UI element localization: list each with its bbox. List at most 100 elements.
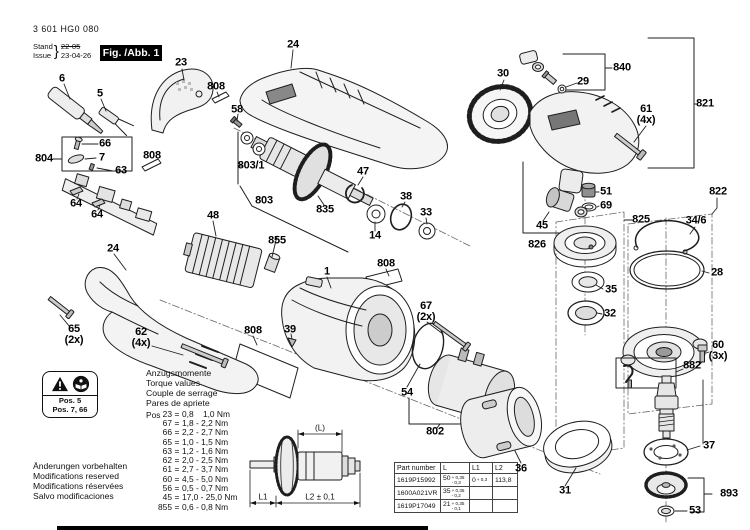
notice-line: Modifications réservées bbox=[33, 481, 124, 491]
part-number-cell: 1600A021VR bbox=[394, 486, 441, 500]
electronics-module-part bbox=[183, 232, 263, 289]
column-header-l2: L2 bbox=[492, 462, 518, 474]
cap-part bbox=[519, 50, 539, 65]
screw-part bbox=[73, 136, 83, 150]
torque-title-line: Pares de apriete bbox=[146, 397, 210, 408]
torque-row: 45=17,0 - 25,0 Nm bbox=[162, 492, 238, 503]
torque-row: 62=2,0 - 2,5 Nm bbox=[162, 455, 229, 466]
flange-pulley-part bbox=[553, 225, 617, 268]
torque-row: 855=0,6 - 0,8 Nm bbox=[158, 501, 229, 512]
pin-part bbox=[88, 162, 95, 171]
group-bracket bbox=[687, 477, 705, 513]
clip-part bbox=[69, 186, 84, 196]
spindle-part bbox=[654, 375, 679, 439]
torque-title-line: Anzugsmomente bbox=[146, 368, 212, 378]
notice-line: Modifications reserved bbox=[33, 471, 119, 481]
figure-label-box: Fig. /Abb. 1 bbox=[100, 45, 162, 61]
stand-date-old: 22-05 bbox=[60, 42, 81, 51]
revision-brace: } bbox=[53, 42, 59, 60]
sheet-edge-bar bbox=[57, 526, 428, 530]
torque-title-line: Couple de serrage bbox=[146, 387, 218, 398]
pin-part bbox=[541, 70, 558, 85]
screw-part bbox=[180, 343, 229, 369]
group-bracket bbox=[408, 397, 475, 425]
dim-l2-cell bbox=[492, 486, 518, 500]
torque-row: 56=0,5 - 0,7 Nm bbox=[162, 483, 229, 493]
group-box bbox=[61, 136, 133, 172]
dim-l1-cell: 0+ 0,3 bbox=[469, 473, 493, 487]
torque-row: 61=2,7 - 3,7 Nm bbox=[162, 464, 229, 475]
leader-lines bbox=[52, 49, 718, 512]
figure-label: Fig. /Abb. 1 bbox=[102, 47, 160, 59]
dimension-drawing bbox=[249, 429, 361, 508]
warning-pos-line: Pos. 7, 66 bbox=[52, 404, 88, 414]
switch-carrier-part bbox=[61, 173, 158, 236]
torque-pos-prefix: Pos bbox=[146, 410, 161, 420]
clip-ring-part bbox=[634, 220, 700, 252]
motor-housing-part bbox=[281, 276, 416, 382]
bearing-part bbox=[366, 204, 386, 224]
revision-block: Stand Issue } 22-05 23-04-26 bbox=[33, 42, 91, 60]
dim-label-l1: L1 bbox=[258, 492, 268, 502]
gear-head-housing-part bbox=[529, 91, 640, 194]
o-ring-part bbox=[629, 250, 705, 290]
warning-triangle-icon bbox=[51, 376, 68, 392]
o-ring-part bbox=[389, 203, 413, 231]
ring-part bbox=[557, 84, 567, 94]
part-number-cell: 1619P17049 bbox=[394, 499, 441, 513]
warning-pos-line: Pos. 5 bbox=[58, 396, 82, 405]
dim-l-cell: 50+ 0,35- 0,3 bbox=[440, 473, 470, 487]
dim-label-l2: L2 ± 0,1 bbox=[305, 492, 335, 502]
dim-l2-cell bbox=[492, 499, 518, 513]
screw-part bbox=[47, 296, 75, 320]
part-number-cell: 1619P15992 bbox=[394, 473, 441, 487]
group-bracket bbox=[562, 53, 606, 91]
dim-label-l: (L) bbox=[314, 423, 326, 433]
group-box bbox=[615, 357, 677, 389]
notice-line: Änderungen vorbehalten bbox=[33, 461, 128, 471]
fork-tool-part bbox=[98, 106, 134, 137]
clamp-ring-part bbox=[543, 420, 613, 474]
circlip-part bbox=[345, 184, 365, 204]
stand-label: Stand bbox=[33, 42, 53, 51]
screw-part bbox=[432, 320, 471, 352]
torque-row: 23=0,8 1,0 Nm bbox=[162, 408, 230, 419]
group-bracket bbox=[239, 185, 349, 253]
sticker-part bbox=[141, 158, 162, 172]
end-cap-part bbox=[460, 386, 543, 459]
column-header-part-number: Part number bbox=[394, 462, 441, 474]
handle-housing-part bbox=[84, 266, 259, 395]
clip-part bbox=[91, 198, 106, 208]
torque-row: 60=4,5 - 5,0 Nm bbox=[162, 473, 229, 484]
guard-hood-part bbox=[150, 68, 214, 134]
torque-row: 66=2,2 - 2,7 Nm bbox=[162, 427, 229, 438]
plate-part bbox=[67, 154, 85, 164]
sticker-part bbox=[211, 91, 230, 104]
torque-row: 67=1,8 - 2,2 Nm bbox=[162, 417, 229, 428]
issue-label: Issue bbox=[33, 51, 52, 60]
dim-l-cell: 35+ 0,35- 0,2 bbox=[440, 486, 470, 500]
washer-part bbox=[252, 142, 266, 156]
ring-gear-part bbox=[466, 84, 534, 144]
screw-part bbox=[697, 344, 708, 363]
group-bracket bbox=[647, 37, 695, 169]
product-code: 3 601 HG0 080 bbox=[33, 24, 100, 34]
notice-line: Salvo modificaciones bbox=[33, 491, 114, 501]
torque-title-line: Torque values bbox=[146, 377, 201, 388]
torque-row: 65=1,0 - 1,5 Nm bbox=[162, 436, 229, 447]
lever-part bbox=[623, 364, 634, 383]
top-housing-part bbox=[239, 67, 448, 170]
dim-l2-cell: 113,8 bbox=[492, 473, 518, 487]
issue-date: 23-04-26 bbox=[60, 51, 92, 60]
bearing-flange-part bbox=[620, 326, 708, 378]
screw-part bbox=[229, 115, 243, 128]
capacitor-part bbox=[263, 252, 281, 273]
dim-l1-cell bbox=[469, 486, 493, 500]
washer-part bbox=[240, 131, 254, 145]
